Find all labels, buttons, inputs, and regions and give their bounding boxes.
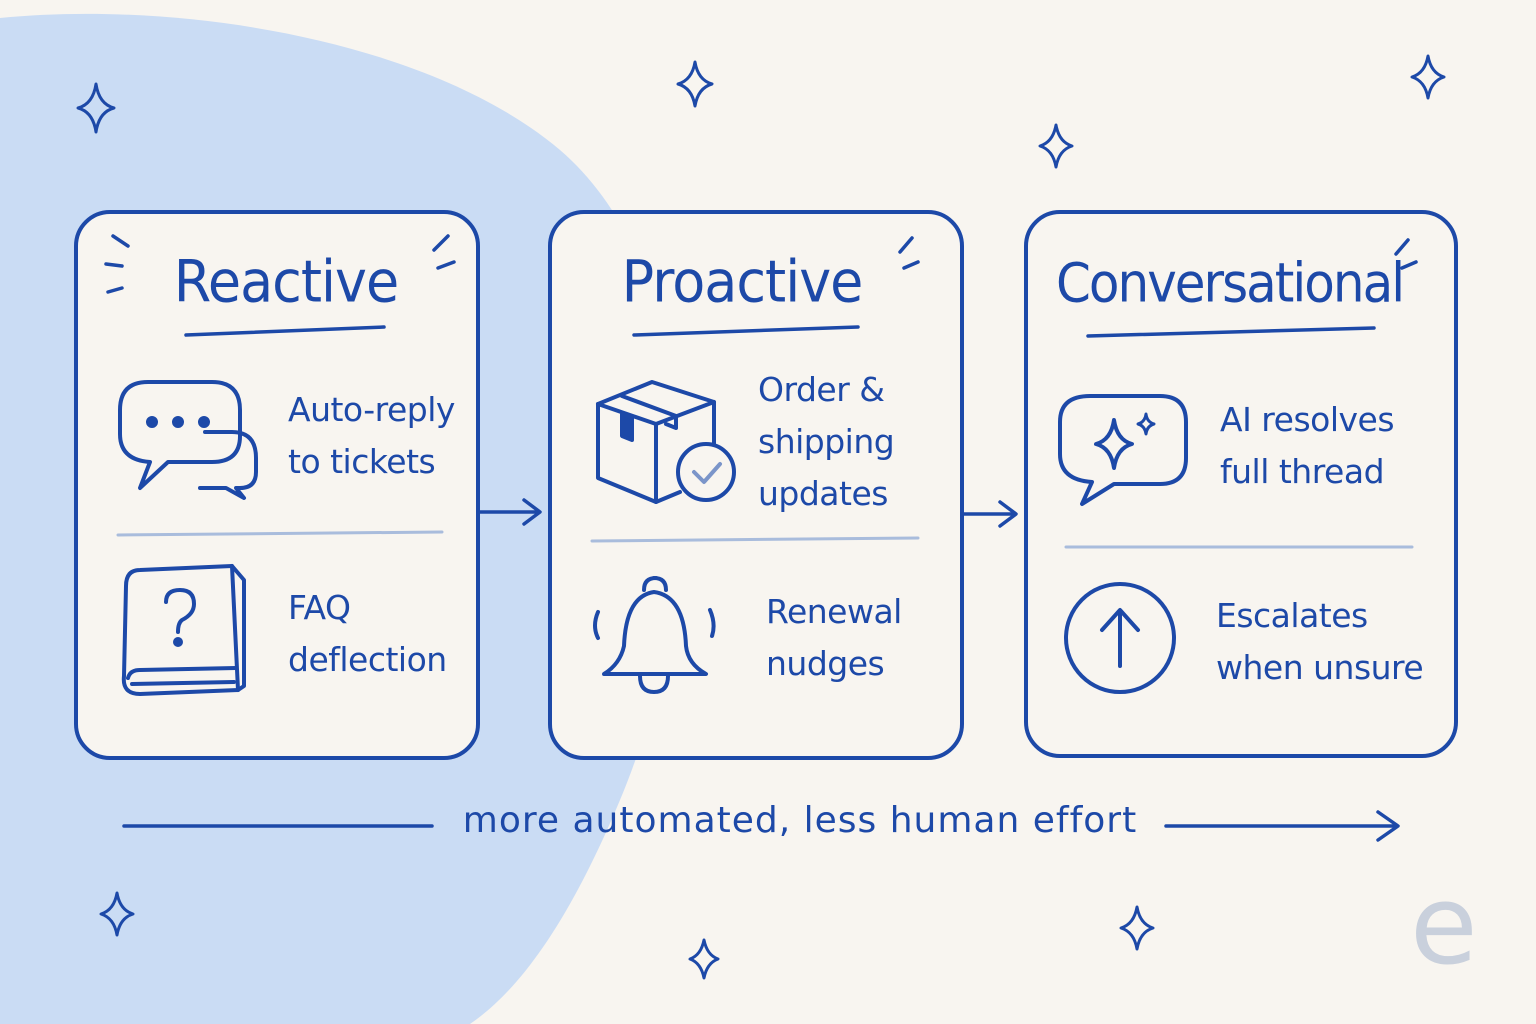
panel-title-conversational: Conversational: [1056, 251, 1405, 315]
panel-box-proactive: [548, 210, 964, 760]
flow-arrow: [960, 500, 1018, 528]
item-divider: [590, 536, 920, 543]
progress-caption: more automated, less human effort: [462, 800, 1138, 841]
sparkle-icon: [99, 891, 135, 937]
title-underline: [632, 325, 860, 337]
title-underline: [184, 325, 386, 337]
watermark-logo: e: [1410, 861, 1478, 989]
emphasis-ticks: [432, 234, 456, 270]
sparkle-icon: [1038, 123, 1074, 169]
chat-bubbles-icon: [118, 380, 258, 500]
emphasis-ticks: [1394, 238, 1418, 270]
emphasis-ticks: [898, 236, 920, 270]
sparkle-icon: [1119, 905, 1155, 951]
faq-book-icon: [121, 564, 246, 696]
item-text-faq-deflection: FAQ deflection: [288, 588, 447, 679]
item-text-escalates: Escalates when unsure: [1216, 596, 1424, 687]
emphasis-ticks: [104, 234, 130, 294]
sparkle-icon: [688, 938, 720, 980]
item-text-auto-reply: Auto-reply to tickets: [288, 390, 455, 481]
escalate-up-icon: [1064, 582, 1176, 694]
panel-title-reactive: Reactive: [173, 247, 399, 316]
title-underline: [1086, 326, 1376, 338]
progress-arrow: [1164, 810, 1400, 842]
ai-sparkle-chat-icon: [1058, 394, 1188, 506]
flow-arrow: [478, 498, 542, 526]
panel-title-proactive: Proactive: [621, 247, 864, 316]
sparkle-icon: [676, 60, 714, 108]
sparkle-icon: [76, 82, 116, 134]
panel-box-conversational: [1024, 210, 1458, 758]
sparkle-icon: [1410, 54, 1446, 100]
item-text-ai-resolves: AI resolves full thread: [1220, 400, 1395, 491]
bell-icon: [593, 576, 716, 694]
panel-box-reactive: [74, 210, 480, 760]
item-text-order-shipping: Order & shipping updates: [758, 370, 895, 513]
item-text-renewal-nudges: Renewal nudges: [766, 592, 902, 683]
package-check-icon: [596, 380, 736, 504]
item-divider: [116, 530, 444, 537]
